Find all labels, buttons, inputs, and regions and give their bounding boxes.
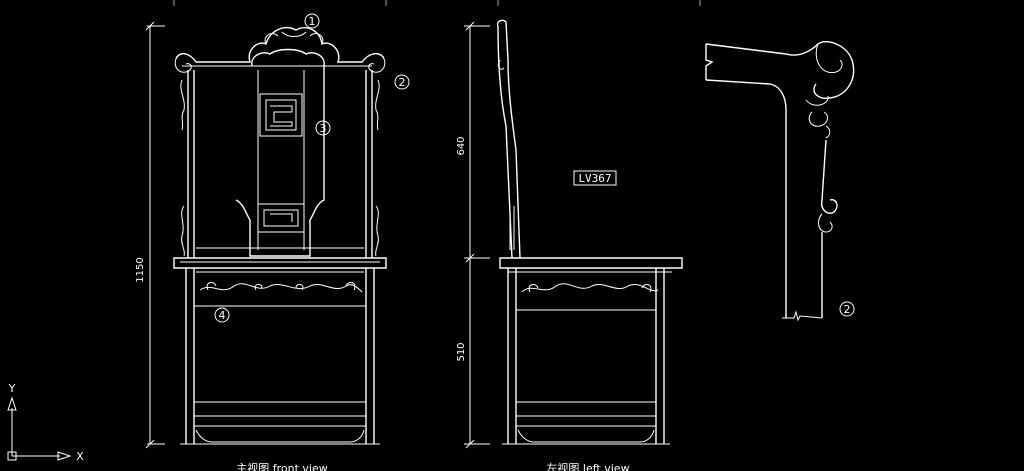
callout-1: 1: [304, 13, 320, 29]
svg-text:3: 3: [320, 122, 327, 135]
model-tag: LV367: [573, 170, 617, 186]
ucs-axes-icon: Y X: [7, 382, 84, 463]
svg-text:2: 2: [399, 76, 406, 89]
callout-2-detail: 2: [839, 301, 855, 317]
model-tag-label: LV367: [578, 172, 611, 185]
ucs-x-label: X: [76, 450, 84, 463]
left-view-caption: 左视图 left view: [546, 461, 629, 471]
ucs-y-label: Y: [8, 382, 16, 395]
callout-2: 2: [394, 74, 410, 90]
svg-text:4: 4: [219, 309, 226, 322]
callout-4: 4: [214, 307, 230, 323]
left-view[interactable]: 640 510: [456, 19, 683, 449]
svg-text:1: 1: [309, 15, 316, 28]
callout-3: 3: [315, 120, 331, 136]
svg-text:2: 2: [844, 303, 851, 316]
front-view-caption: 主视图 front view: [236, 461, 328, 471]
dimension-total-height: 1150: [135, 21, 165, 449]
dimension-left-view: 640 510: [456, 21, 490, 449]
front-view[interactable]: 1150: [135, 21, 387, 449]
dimension-total-height-text: 1150: [135, 257, 146, 282]
viewport-top-edge: [173, 0, 701, 6]
dimension-upper-height-text: 640: [456, 136, 467, 155]
dimension-lower-height-text: 510: [456, 342, 467, 361]
detail-view-crest[interactable]: [705, 41, 855, 322]
